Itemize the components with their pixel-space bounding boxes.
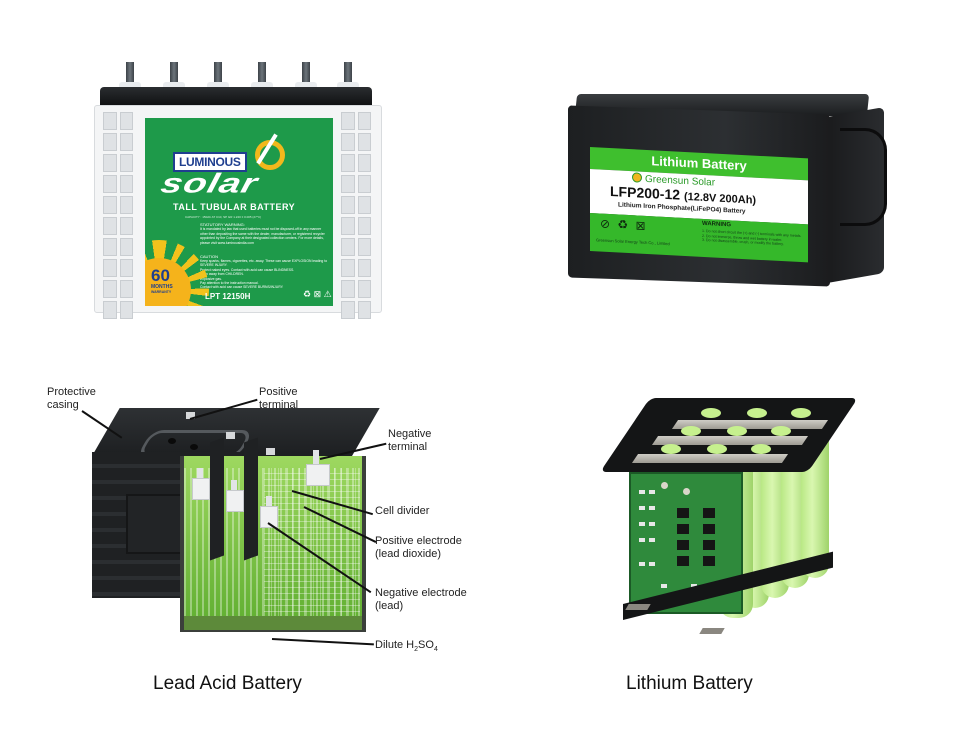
casing-ribs-right bbox=[341, 112, 371, 319]
terminal-post bbox=[126, 62, 134, 88]
terminal-post bbox=[302, 62, 310, 88]
terminal-post bbox=[170, 62, 178, 88]
battery-casing: LUMINOUS solar TALL TUBULAR BATTERY CAPA… bbox=[94, 105, 382, 319]
capacity-line: CAPACITY : 150Ah AT C10, SP GR 1.240 ± 0… bbox=[185, 215, 262, 219]
cell-post bbox=[260, 506, 278, 528]
nickel-strip bbox=[631, 454, 789, 463]
luminous-tubular-battery-photo: LUMINOUS solar TALL TUBULAR BATTERY CAPA… bbox=[92, 62, 382, 319]
statutory-warning-title: STATUTORY WARNING: bbox=[200, 222, 245, 227]
recycle-icon: ♻ ⊠ ⚠ bbox=[303, 289, 332, 299]
lfp-battery-photo: Lithium Battery Greensun Solar LFP200-12… bbox=[566, 92, 888, 288]
statutory-warning-text: It is mandated by law that used batterie… bbox=[200, 227, 325, 245]
cell-post bbox=[192, 478, 210, 500]
product-label: Lithium Battery Greensun Solar LFP200-12… bbox=[590, 147, 808, 263]
output-tab bbox=[625, 604, 651, 610]
output-tab bbox=[699, 628, 725, 634]
carry-handle bbox=[840, 128, 887, 226]
lithium-pack-photo bbox=[600, 378, 858, 640]
compliance-icons: ⊘ ♻ ⊠ bbox=[600, 216, 648, 234]
caption-lithium: Lithium Battery bbox=[626, 673, 753, 694]
warranty-number: 60 bbox=[151, 266, 170, 285]
casing-panel bbox=[126, 494, 186, 554]
caution-title: CAUTION bbox=[200, 254, 218, 259]
negative-terminal-post bbox=[306, 464, 330, 486]
terminal-post bbox=[344, 62, 352, 88]
brand-logo-icon bbox=[632, 172, 642, 183]
product-subtitle: TALL TUBULAR BATTERY bbox=[173, 202, 296, 212]
label-positive-electrode: Positive electrode(lead dioxide) bbox=[375, 535, 462, 560]
terminal-post bbox=[214, 62, 222, 88]
electrolyte bbox=[184, 616, 362, 630]
warning-title: WARNING bbox=[702, 220, 731, 229]
caption-lead-acid: Lead Acid Battery bbox=[153, 673, 302, 694]
warning-list: 1. Do not short circuit the (+) and (-) … bbox=[702, 228, 802, 247]
label-negative-electrode: Negative electrode(lead) bbox=[375, 587, 467, 612]
warranty-unit: MONTHS WARRANTY bbox=[151, 284, 173, 295]
brand-logo: LUMINOUS bbox=[173, 152, 247, 172]
label-dilute-acid: Dilute H2SO4 bbox=[375, 639, 438, 654]
cell-divider bbox=[210, 437, 224, 561]
cell-post bbox=[226, 490, 244, 512]
caution-list: Keep sparks, flames, cigarettes, etc. aw… bbox=[200, 259, 328, 290]
casing-ribs-left bbox=[103, 112, 133, 319]
electrode-grid bbox=[264, 468, 360, 618]
cell-divider bbox=[244, 437, 258, 561]
manufacturer: Greensun Solar Energy Tech Co., Limited bbox=[596, 237, 670, 247]
battery-lid bbox=[100, 87, 372, 107]
label-cell-divider: Cell divider bbox=[375, 505, 430, 517]
product-line: solar bbox=[157, 168, 262, 199]
product-label: LUMINOUS solar TALL TUBULAR BATTERY CAPA… bbox=[145, 118, 333, 306]
terminal-post bbox=[258, 62, 266, 88]
model-number: LPT 12150H bbox=[205, 292, 251, 301]
